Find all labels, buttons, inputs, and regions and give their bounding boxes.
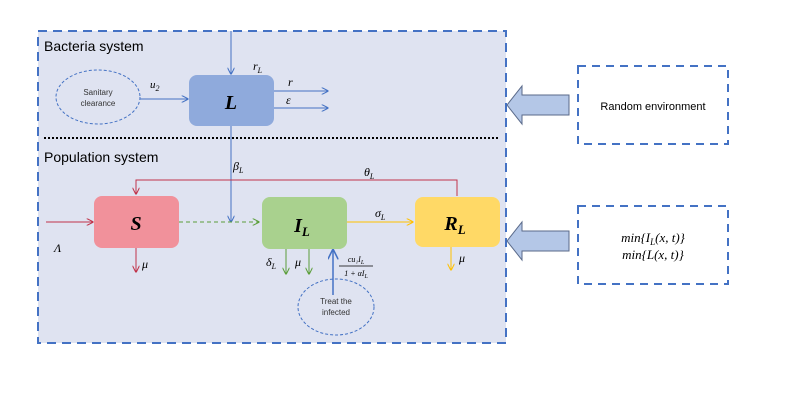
min-control-big-arrow — [506, 220, 570, 262]
deltaL-label: δL — [266, 255, 277, 271]
node-IL-label: IL — [293, 215, 310, 239]
treat-infected-ellipse — [297, 278, 375, 336]
treat-denominator: 1 + αIL — [344, 269, 368, 280]
sigmaL-label: σL — [375, 206, 386, 222]
node-S-label: S — [130, 213, 141, 235]
lambda-label: Λ — [53, 241, 62, 255]
betaL-label: βL — [232, 159, 244, 175]
min-IL-label: min{IL(x, t)} — [621, 230, 686, 247]
RL-mu-label: μ — [458, 251, 465, 265]
node-RL — [415, 197, 500, 247]
population-system-title: Population system — [44, 149, 158, 165]
node-L-label: L — [224, 92, 237, 114]
epsilon-label: ε — [286, 93, 291, 107]
treat-line2: infected — [322, 308, 350, 317]
S-mu-label: μ — [141, 257, 148, 271]
min-control-box — [577, 205, 729, 285]
random-env-label: Random environment — [600, 101, 705, 113]
node-IL — [262, 197, 347, 249]
random-env-big-arrow — [506, 84, 570, 126]
bacteria-system-title: Bacteria system — [44, 38, 144, 54]
min-L-label: min{L(x, t)} — [622, 247, 684, 262]
thetaL-arrow — [136, 179, 458, 196]
node-S — [94, 196, 179, 248]
sanitary-clearance-ellipse — [55, 69, 141, 125]
r-label: r — [288, 75, 293, 89]
random-env-box — [577, 65, 729, 145]
treat-line1: Treat the — [320, 297, 352, 306]
sanitary-line2: clearance — [81, 99, 116, 108]
IL-mu-label: μ — [294, 255, 301, 269]
node-L — [189, 75, 274, 126]
treat-numerator: cu₁IL — [348, 255, 365, 266]
sanitary-line1: Sanitary — [83, 88, 112, 97]
thetaL-label: θL — [364, 165, 375, 181]
node-RL-label: RL — [443, 213, 465, 237]
u2-label: u2 — [150, 79, 160, 93]
rL-label: rL — [253, 59, 263, 75]
